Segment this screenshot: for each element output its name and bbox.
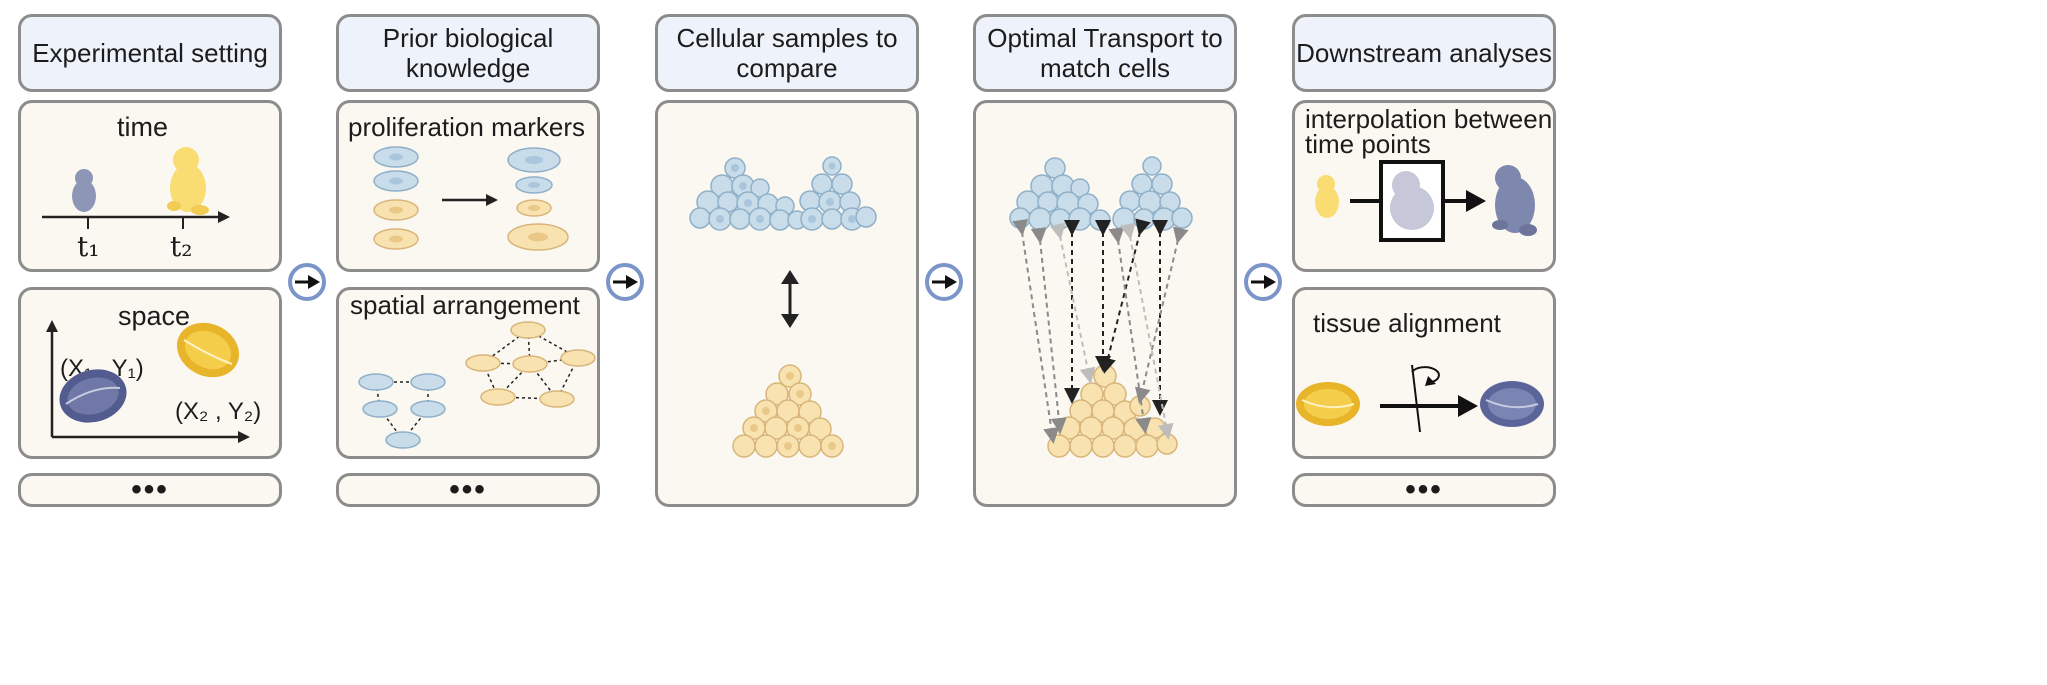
t1-label: t₁	[77, 230, 100, 263]
connector-1-arrow-icon	[288, 263, 326, 301]
coord2-label: (X₂ , Y₂)	[175, 398, 262, 425]
header-prior-knowledge: Prior biological knowledge	[336, 14, 600, 92]
spatial-cells-blue	[358, 373, 446, 449]
tissue-yellow-icon	[176, 322, 240, 378]
align-tissue-yellow-icon	[1296, 382, 1360, 426]
space-label: space	[118, 301, 191, 331]
more-downstream: •••	[1292, 473, 1556, 507]
blue-cell-cluster-left	[689, 157, 807, 231]
interp-embryo-yellow-icon	[1315, 175, 1339, 218]
tissue-alignment-label: tissue alignment	[1313, 308, 1501, 338]
time-axis	[42, 211, 230, 229]
connector-4-arrow-icon	[1244, 263, 1282, 301]
panel-tissue-alignment	[1292, 287, 1556, 459]
interp-arrowhead	[1466, 190, 1486, 212]
proliferation-arrow	[442, 194, 498, 206]
proliferation-cells-before	[373, 146, 419, 250]
t2-label: t₂	[170, 230, 193, 263]
panel-space	[18, 287, 282, 459]
spatial-cells-yellow	[465, 321, 596, 408]
align-tissue-blue-icon	[1480, 381, 1544, 427]
blue-cell-cluster-right	[799, 156, 877, 231]
interpolation-label: interpolation between time points	[1305, 104, 1553, 159]
tissue-blue-icon	[59, 369, 127, 423]
embryo-late-icon	[167, 147, 209, 215]
more-prior: •••	[336, 473, 600, 507]
compare-double-arrow	[781, 270, 799, 328]
panel-spatial	[336, 287, 600, 459]
proliferation-label: proliferation markers	[348, 112, 585, 142]
spatial-label: spatial arrangement	[350, 290, 580, 320]
ot-matching-arrows-light	[1049, 222, 1174, 440]
align-rotate-icon	[1411, 364, 1440, 433]
interp-pup-blue-icon	[1492, 165, 1537, 236]
yellow-cell-nuclei	[750, 372, 836, 450]
align-arrowhead	[1458, 395, 1478, 417]
time-label: time	[117, 112, 169, 142]
panel-time	[18, 100, 282, 272]
yellow-cell-cluster	[732, 364, 844, 458]
embryo-early-icon	[72, 169, 96, 212]
space-axes	[46, 320, 250, 443]
header-experimental-setting: Experimental setting	[18, 14, 282, 92]
header-downstream-analyses: Downstream analyses	[1292, 14, 1556, 92]
ot-blue-clusters	[1009, 156, 1193, 231]
header-optimal-transport: Optimal Transport to match cells	[973, 14, 1237, 92]
proliferation-cells-after	[507, 147, 569, 251]
connector-3-arrow-icon	[925, 263, 963, 301]
blue-cell-nuclei	[716, 162, 856, 223]
connector-2-arrow-icon	[606, 263, 644, 301]
interp-embryo-gray-icon	[1390, 171, 1434, 230]
header-cellular-samples: Cellular samples to compare	[655, 14, 919, 92]
more-experimental: •••	[18, 473, 282, 507]
